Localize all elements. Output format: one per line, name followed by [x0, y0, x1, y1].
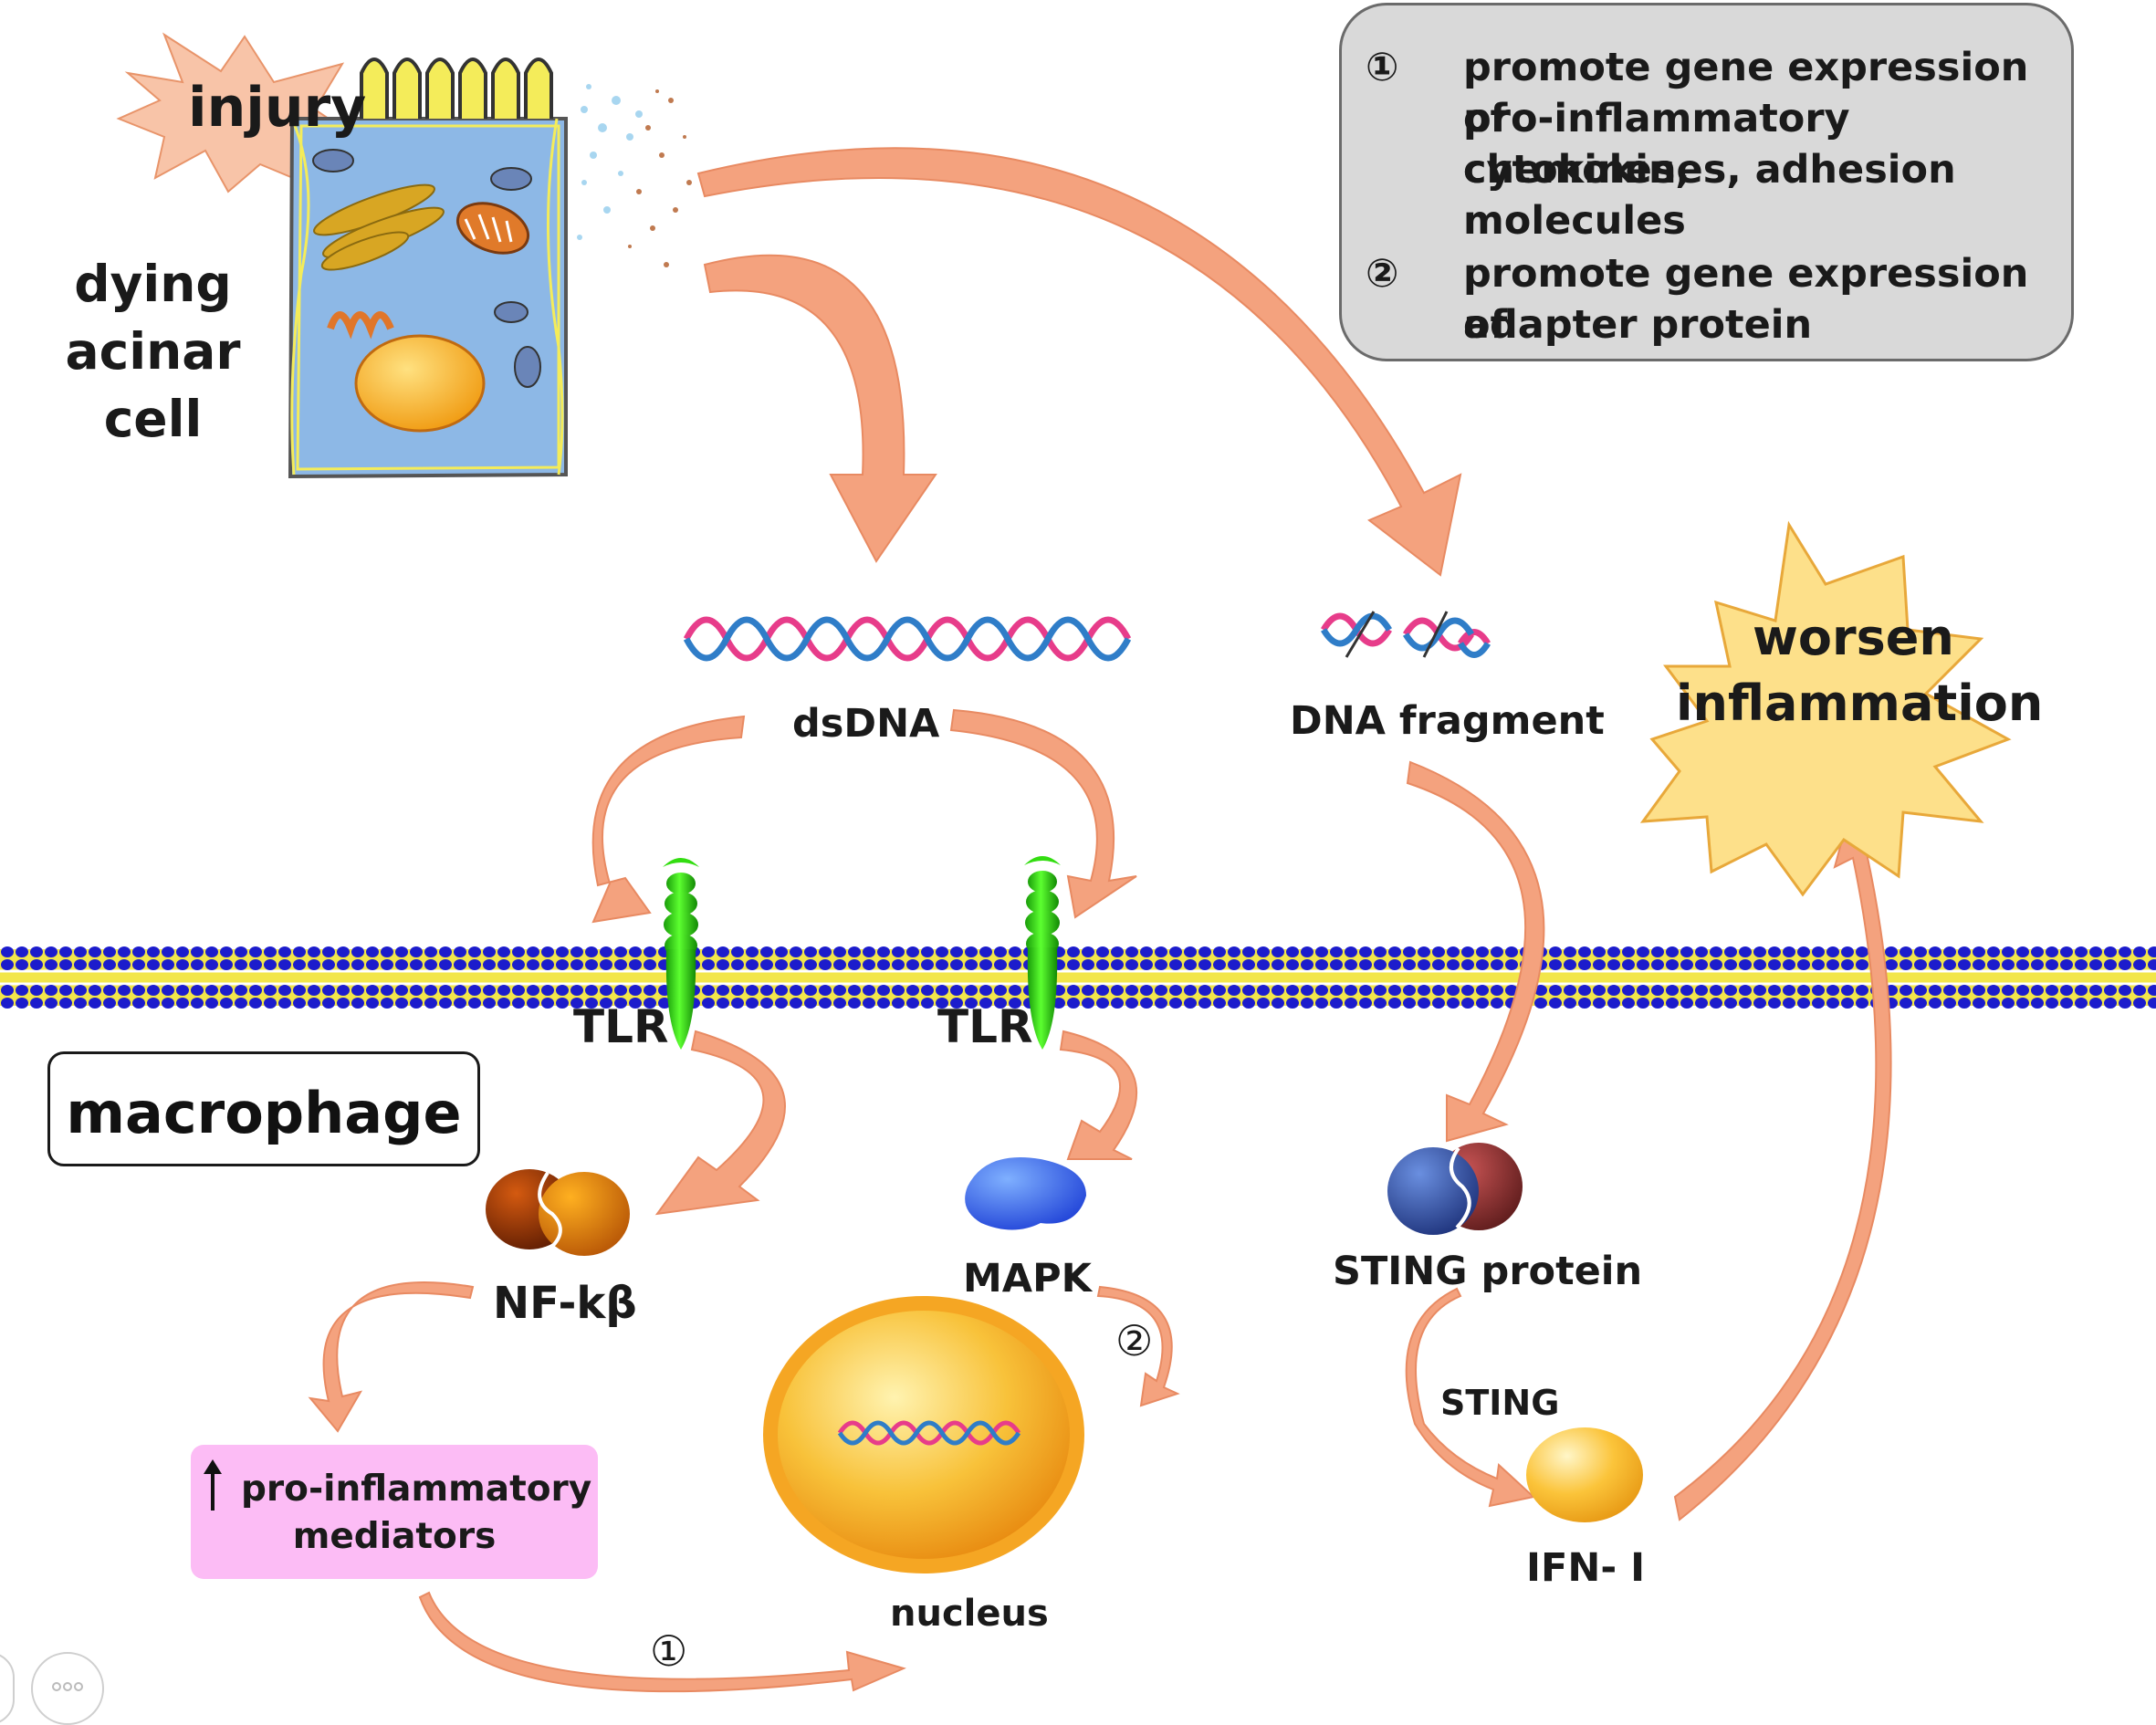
worsen-starburst-icon	[1639, 520, 2012, 897]
dsdna-label: dsDNA	[792, 701, 940, 747]
cell-label-line-2: acinar	[65, 322, 241, 381]
more-button[interactable]	[31, 1652, 104, 1725]
pathway-marker-1: ①	[650, 1626, 688, 1676]
sting-protein-label: STING protein	[1333, 1249, 1643, 1294]
macrophage-nucleus-icon	[763, 1296, 1084, 1573]
ifn-sphere-icon	[1526, 1427, 1643, 1522]
dna-fragment-label: DNA fragment	[1290, 698, 1605, 744]
nfkb-label: NF-kβ	[493, 1278, 637, 1329]
dna-release-particles-icon	[577, 84, 692, 267]
dna-fragment-icon	[1320, 611, 1491, 658]
tlr-right-label: TLR	[937, 1000, 1033, 1053]
acinar-cell-icon	[288, 58, 568, 479]
legend-box: ① promote gene expression of pro-inflamm…	[1339, 3, 2074, 361]
worsen-label-line-2: inflammation	[1676, 674, 2044, 732]
tlr-receptor-left-icon	[663, 858, 699, 1050]
ifn-label: IFN- Ⅰ	[1526, 1545, 1646, 1591]
legend-item2-line-2: adapter protein	[1463, 302, 1813, 348]
nucleus-label: nucleus	[890, 1593, 1049, 1635]
legend-item2-marker: ②	[1366, 251, 1399, 297]
injury-label: injury	[188, 76, 367, 140]
mediators-line-2: mediators	[292, 1516, 497, 1557]
cell-membrane	[0, 946, 2156, 1009]
tlr-receptor-right-icon	[1024, 856, 1061, 1050]
mediators-line-1: pro-inflammatory	[241, 1469, 592, 1510]
legend-item1-line-4: molecules	[1463, 198, 1686, 244]
legend-item1-line-1: promote gene expression of	[1463, 45, 2029, 141]
legend-item2-line-1: promote gene expression of	[1463, 251, 2029, 348]
cell-label-line-1: dying	[74, 255, 232, 313]
tlr-left-label: TLR	[573, 1000, 669, 1053]
legend-item1-line-3: chemokines, adhesion	[1463, 147, 1956, 193]
nfkb-protein-icon	[486, 1169, 630, 1256]
sting-protein-icon	[1387, 1143, 1523, 1235]
pathway-marker-2: ②	[1115, 1316, 1154, 1365]
macrophage-label-box: macrophage	[47, 1051, 480, 1166]
mapk-label: MAPK	[963, 1256, 1092, 1302]
macrophage-label: macrophage	[66, 1080, 462, 1146]
cell-label-line-3: cell	[103, 390, 203, 448]
worsen-label-line-1: worsen	[1753, 609, 1954, 666]
sting-label: STING	[1440, 1383, 1560, 1423]
mapk-protein-icon	[965, 1157, 1086, 1230]
legend-item1-line-2: pro-inflammatory cytokines,	[1463, 96, 1850, 193]
flow-arrows	[308, 147, 1892, 1693]
more-icon	[52, 1682, 83, 1691]
legend-item1-marker: ①	[1366, 45, 1399, 90]
mediators-box: pro-inflammatory mediators	[191, 1445, 598, 1579]
dsdna-helix-icon	[683, 616, 1132, 662]
up-arrow-icon	[204, 1459, 222, 1511]
